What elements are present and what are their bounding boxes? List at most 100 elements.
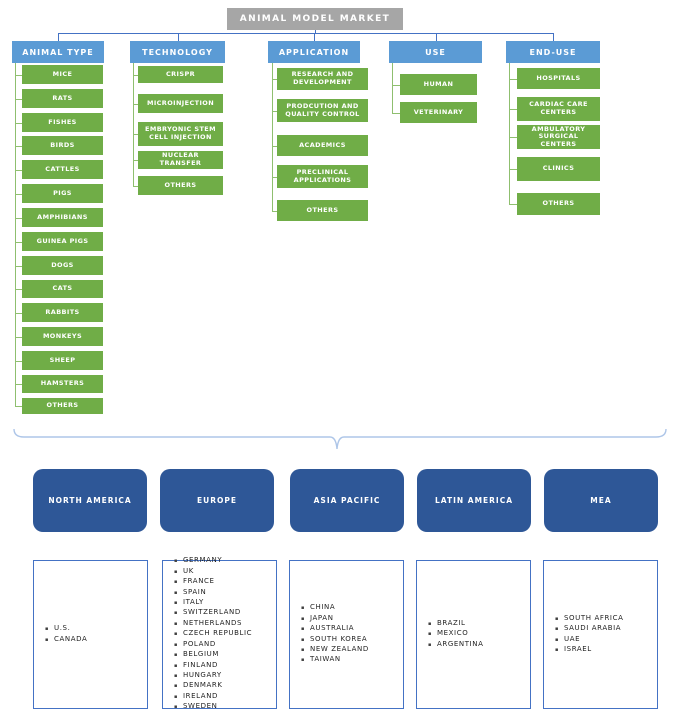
country-label: CZECH REPUBLIC — [183, 629, 253, 638]
connector-item-stub — [509, 79, 517, 80]
country-label: GERMANY — [183, 556, 223, 565]
connector-item-stub — [15, 123, 22, 124]
bullet-icon: ▪ — [301, 605, 305, 612]
country-item: ▪MEXICO — [428, 629, 530, 639]
segment-item: PIGS — [22, 184, 103, 203]
connector-item-stub — [133, 160, 138, 161]
country-item: ▪ UK — [174, 567, 276, 577]
region-box-0: NORTH AMERICA — [33, 469, 147, 532]
bullet-icon: ▪ — [174, 568, 178, 575]
segment-item: BIRDS — [22, 136, 103, 155]
segment-item: HAMSTERS — [22, 375, 103, 393]
bullet-icon: ▪ — [555, 615, 559, 622]
connector-item-stub — [15, 361, 22, 362]
segment-header-2: APPLICATION — [268, 41, 360, 63]
segment-item: DOGS — [22, 256, 103, 275]
bullet-icon: ▪ — [174, 683, 178, 690]
connector-item-stub — [272, 111, 277, 112]
segment-item: PRECLINICAL APPLICATIONS — [277, 165, 368, 188]
country-item: ▪FRANCE — [174, 577, 276, 587]
segment-item: VETERINARY — [400, 102, 477, 123]
segment-header-0: ANIMAL TYPE — [12, 41, 104, 63]
connector-header-stub — [553, 33, 554, 41]
segment-item: RATS — [22, 89, 103, 108]
bullet-icon: ▪ — [428, 631, 432, 638]
connector-item-stub — [15, 170, 22, 171]
segmentation-brace — [13, 428, 667, 450]
bullet-icon: ▪ — [174, 610, 178, 617]
segment-header-4: END-USE — [506, 41, 600, 63]
segment-header-3: USE — [389, 41, 482, 63]
country-label: AUSTRALIA — [310, 624, 355, 633]
connector-column-line — [133, 63, 134, 186]
connector-item-stub — [509, 169, 517, 170]
segment-item: NUCLEAR TRANSFER — [138, 151, 223, 169]
segment-item: OTHERS — [517, 193, 600, 215]
country-item: ▪ DENMARK — [174, 681, 276, 691]
bullet-icon: ▪ — [174, 672, 178, 679]
bullet-icon: ▪ — [428, 641, 432, 648]
country-label: UK — [183, 566, 194, 575]
country-label: U.S. — [54, 624, 71, 633]
region-box-1: EUROPE — [160, 469, 274, 532]
country-label: SWEDEN — [183, 702, 218, 711]
country-label: BELGIUM — [183, 650, 219, 659]
connector-item-stub — [272, 146, 277, 147]
segment-item: OTHERS — [277, 200, 368, 221]
connector-item-stub — [15, 266, 22, 267]
bullet-icon: ▪ — [174, 579, 178, 586]
country-list-3: ▪BRAZIL▪MEXICO▪ARGENTINA — [416, 560, 531, 709]
bullet-icon: ▪ — [174, 600, 178, 607]
country-item: ▪CANADA — [45, 635, 147, 645]
connector-item-stub — [15, 75, 22, 76]
segment-header-1: TECHNOLOGY — [130, 41, 225, 63]
country-item: ▪NETHERLANDS — [174, 619, 276, 629]
connector-item-stub — [15, 146, 22, 147]
bullet-icon: ▪ — [301, 615, 305, 622]
bullet-icon: ▪ — [174, 641, 178, 648]
connector-header-stub — [436, 33, 437, 41]
bullet-icon: ▪ — [301, 636, 305, 643]
segment-item: SHEEP — [22, 351, 103, 370]
segment-item: CATS — [22, 280, 103, 298]
connector-header-stub — [58, 33, 59, 41]
bullet-icon: ▪ — [174, 631, 178, 638]
connector-item-stub — [15, 99, 22, 100]
connector-item-stub — [133, 134, 138, 135]
bullet-icon: ▪ — [301, 657, 305, 664]
segment-item: MICROINJECTION — [138, 94, 223, 113]
bullet-icon: ▪ — [428, 620, 432, 627]
country-label: CHINA — [310, 603, 336, 612]
country-item: ▪NEW ZEALAND — [301, 645, 403, 655]
country-item: ▪HUNGARY — [174, 671, 276, 681]
segment-item: MONKEYS — [22, 327, 103, 346]
market-title: ANIMAL MODEL MARKET — [227, 8, 403, 30]
country-item: ▪TAIWAN — [301, 655, 403, 665]
segment-item: HOSPITALS — [517, 68, 600, 89]
country-item: ▪IRELAND — [174, 692, 276, 702]
segment-item: RESEARCH AND DEVELOPMENT — [277, 68, 368, 90]
country-label: IRELAND — [183, 691, 219, 700]
connector-column-line — [392, 63, 393, 113]
country-label: FINLAND — [183, 660, 219, 669]
country-item: ▪SAUDI ARABIA — [555, 624, 657, 634]
segment-item: RABBITS — [22, 303, 103, 322]
country-label: DENMARK — [183, 681, 223, 690]
country-item: ▪ CZECH REPUBLIC — [174, 629, 276, 639]
country-label: SOUTH KOREA — [310, 634, 368, 643]
country-item: ▪BRAZIL — [428, 619, 530, 629]
region-box-3: LATIN AMERICA — [417, 469, 531, 532]
connector-item-stub — [15, 289, 22, 290]
connector-item-stub — [509, 204, 517, 205]
segment-item: CATTLES — [22, 160, 103, 179]
connector-column-line — [272, 63, 273, 211]
country-item: ▪AUSTRALIA — [301, 624, 403, 634]
country-item: ▪POLAND — [174, 640, 276, 650]
connector-bus-line — [58, 33, 553, 34]
country-item: ▪SPAIN — [174, 588, 276, 598]
connector-item-stub — [133, 75, 138, 76]
segment-item: FISHES — [22, 113, 103, 132]
connector-item-stub — [509, 109, 517, 110]
segment-item: OTHERS — [22, 398, 103, 414]
country-item: ▪JAPAN — [301, 614, 403, 624]
